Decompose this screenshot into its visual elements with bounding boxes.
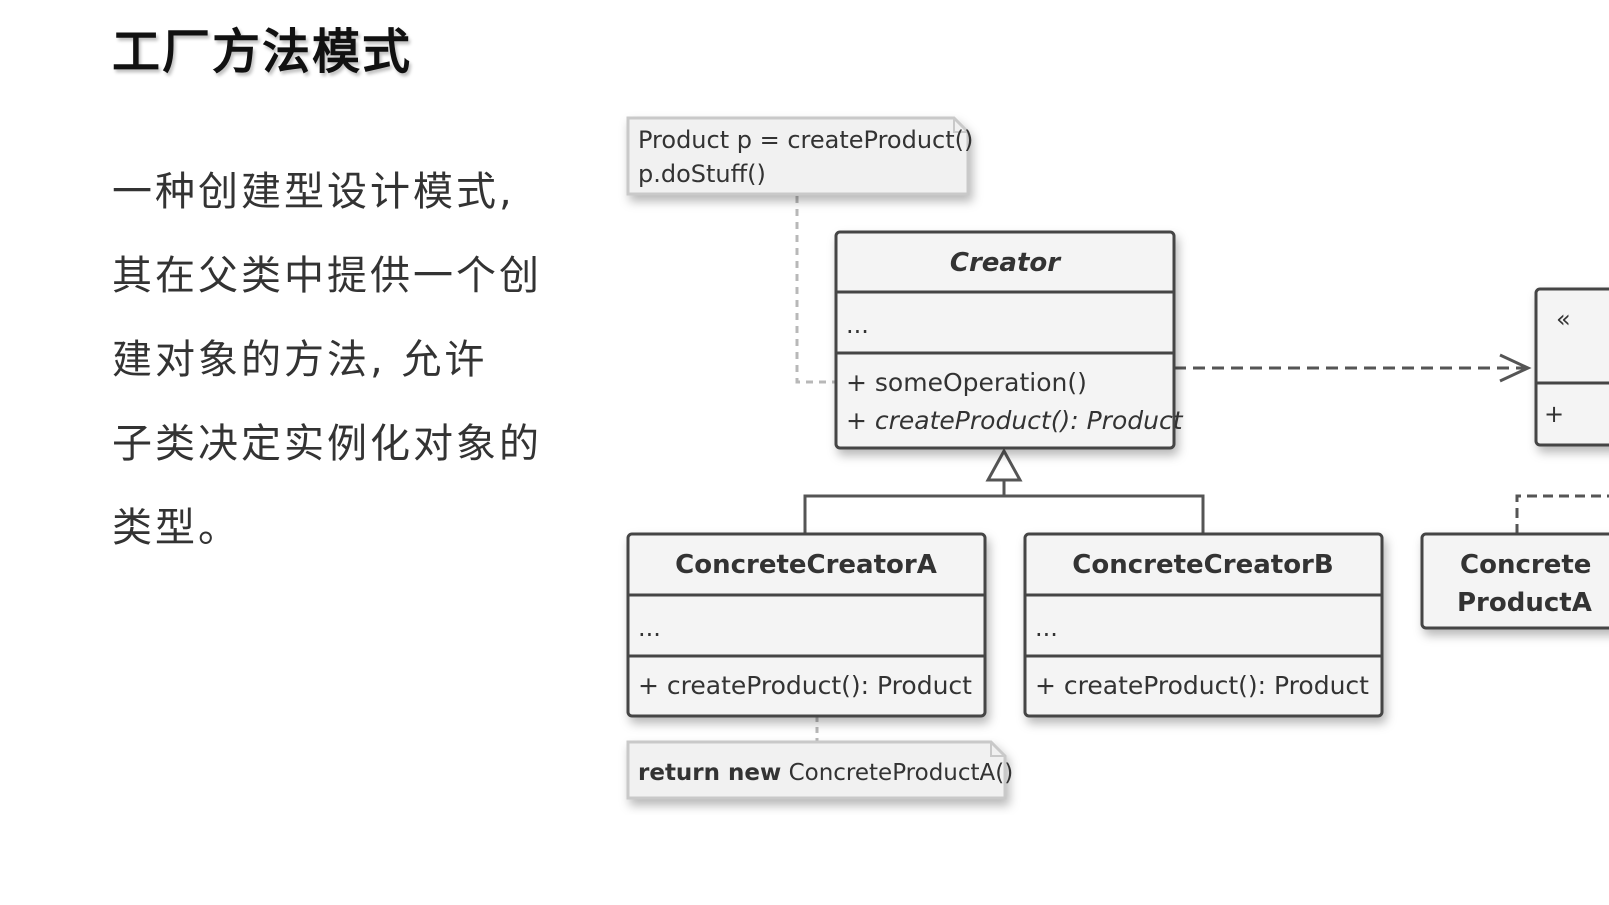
concrete-creator-a-method: + createProduct(): Product xyxy=(638,671,972,700)
creator-class-name: Creator xyxy=(950,248,1062,278)
concrete-product-a-name-line1: Concrete xyxy=(1460,550,1591,580)
note-top-connector xyxy=(795,196,836,384)
connectors xyxy=(795,196,1609,742)
description-line: 子类决定实例化对象的 xyxy=(112,421,542,467)
note-bottom-keyword: return new xyxy=(638,760,781,786)
note-top: Product p = createProduct() p.doStuff() xyxy=(626,116,973,196)
concrete-creator-b-class-name: ConcreteCreatorB xyxy=(1072,550,1333,580)
description-line: 其在父类中提供一个创 xyxy=(112,253,542,299)
inheritance-triangle xyxy=(985,447,1023,482)
product-interface-stereotype-glyph: « xyxy=(1556,305,1571,333)
note-top-line2: p.doStuff() xyxy=(638,160,766,188)
creator-method-create-product: + createProduct(): Product xyxy=(846,406,1184,435)
concrete-creator-a-class-name: ConcreteCreatorA xyxy=(675,550,937,580)
class-concrete-product-a-partial: Concrete ProductA xyxy=(1420,532,1609,630)
concrete-creator-a-fields: ... xyxy=(638,614,661,642)
description-line: 一种创建型设计模式, xyxy=(112,169,515,215)
description-line: 建对象的方法, 允许 xyxy=(112,337,488,383)
class-concrete-creator-b: ConcreteCreatorB ... + createProduct(): … xyxy=(1023,532,1384,718)
class-creator: Creator ... + someOperation() + createPr… xyxy=(834,230,1184,450)
concrete-product-a-name-line2: ProductA xyxy=(1457,588,1592,618)
concrete-creator-b-fields: ... xyxy=(1035,614,1058,642)
note-bottom-text: return new ConcreteProductA() xyxy=(638,760,1013,786)
note-bottom-expression: ConcreteProductA() xyxy=(781,760,1013,786)
inheritance-lines xyxy=(803,480,1205,534)
creator-fields: ... xyxy=(846,311,869,339)
class-concrete-creator-a: ConcreteCreatorA ... + createProduct(): … xyxy=(626,532,987,718)
creator-method-some-operation: + someOperation() xyxy=(846,368,1087,397)
dependency-arrow-head xyxy=(1499,353,1532,383)
description-paragraph: 一种创建型设计模式, 其在父类中提供一个创 建对象的方法, 允许 子类决定实例化… xyxy=(112,150,582,570)
note-top-line1: Product p = createProduct() xyxy=(638,126,973,154)
note-bottom: return new ConcreteProductA() xyxy=(626,740,1013,800)
class-product-interface-partial: « + xyxy=(1534,287,1609,447)
realization-connector-partial xyxy=(1515,494,1609,534)
description-line: 类型。 xyxy=(112,505,241,551)
product-interface-method-glyph: + xyxy=(1544,400,1564,428)
slide-title: 工厂方法模式 xyxy=(112,24,413,80)
concrete-creator-b-method: + createProduct(): Product xyxy=(1035,671,1369,700)
